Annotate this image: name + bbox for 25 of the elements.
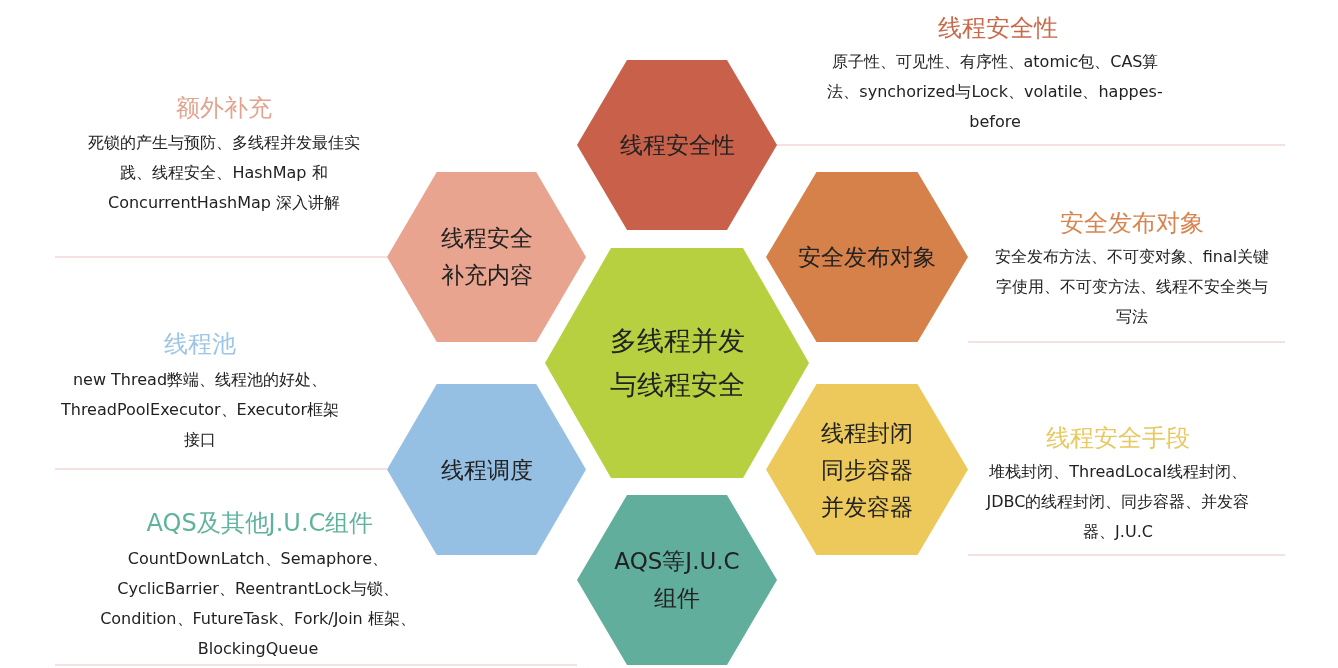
hexagon: [387, 172, 586, 342]
hexagon: [766, 384, 968, 555]
section-heading: AQS及其他J.U.C组件: [146, 508, 374, 539]
section-heading: 线程安全性: [938, 13, 1058, 44]
hexagon-label: 多线程并发与线程安全: [608, 324, 746, 402]
description-text: 原子性、可见性、有序性、atomic包、CAS算法、synchorized与Lock、volatile、happes-before: [826, 51, 1164, 133]
hexagon-label: AQS等J.U.C组件: [613, 547, 741, 613]
description-text: 堆栈封闭、ThreadLocal线程封闭、JDBC的线程封闭、同步容器、并发容器、J.U.C: [984, 461, 1251, 543]
hexagon: [577, 60, 777, 230]
description-text: CountDownLatch、Semaphore、CyclicBarrier、ReentrantLock与锁、Condition、FutureTask、Fork/Join 框架、BlockingQueue: [99, 548, 417, 660]
section-heading: 安全发布对象: [1060, 208, 1204, 239]
description-text: new Thread弊端、线程池的好处、ThreadPoolExecutor、Executor框架接口: [60, 369, 340, 451]
hexagon-label: 安全发布对象: [797, 242, 937, 272]
hexagon: [387, 384, 586, 555]
hexagon: [577, 495, 777, 665]
hexagon-label: 线程安全补充内容: [439, 224, 534, 290]
hexagon-label: 线程封闭同步容器并发容器: [820, 418, 914, 521]
section-heading: 额外补充: [176, 93, 272, 124]
hexagon-label: 线程安全性: [618, 130, 736, 160]
section-heading: 线程池: [164, 329, 236, 360]
description-text: 安全发布方法、不可变对象、final关键字使用、不可变方法、线程不安全类与写法: [993, 246, 1271, 328]
hexagon-label: 线程调度: [439, 455, 534, 484]
section-heading: 线程安全手段: [1046, 423, 1190, 454]
hexagon: [766, 172, 968, 342]
description-text: 死锁的产生与预防、多线程并发最佳实践、线程安全、HashMap 和 ConcurrentHashMap 深入讲解: [87, 132, 361, 214]
